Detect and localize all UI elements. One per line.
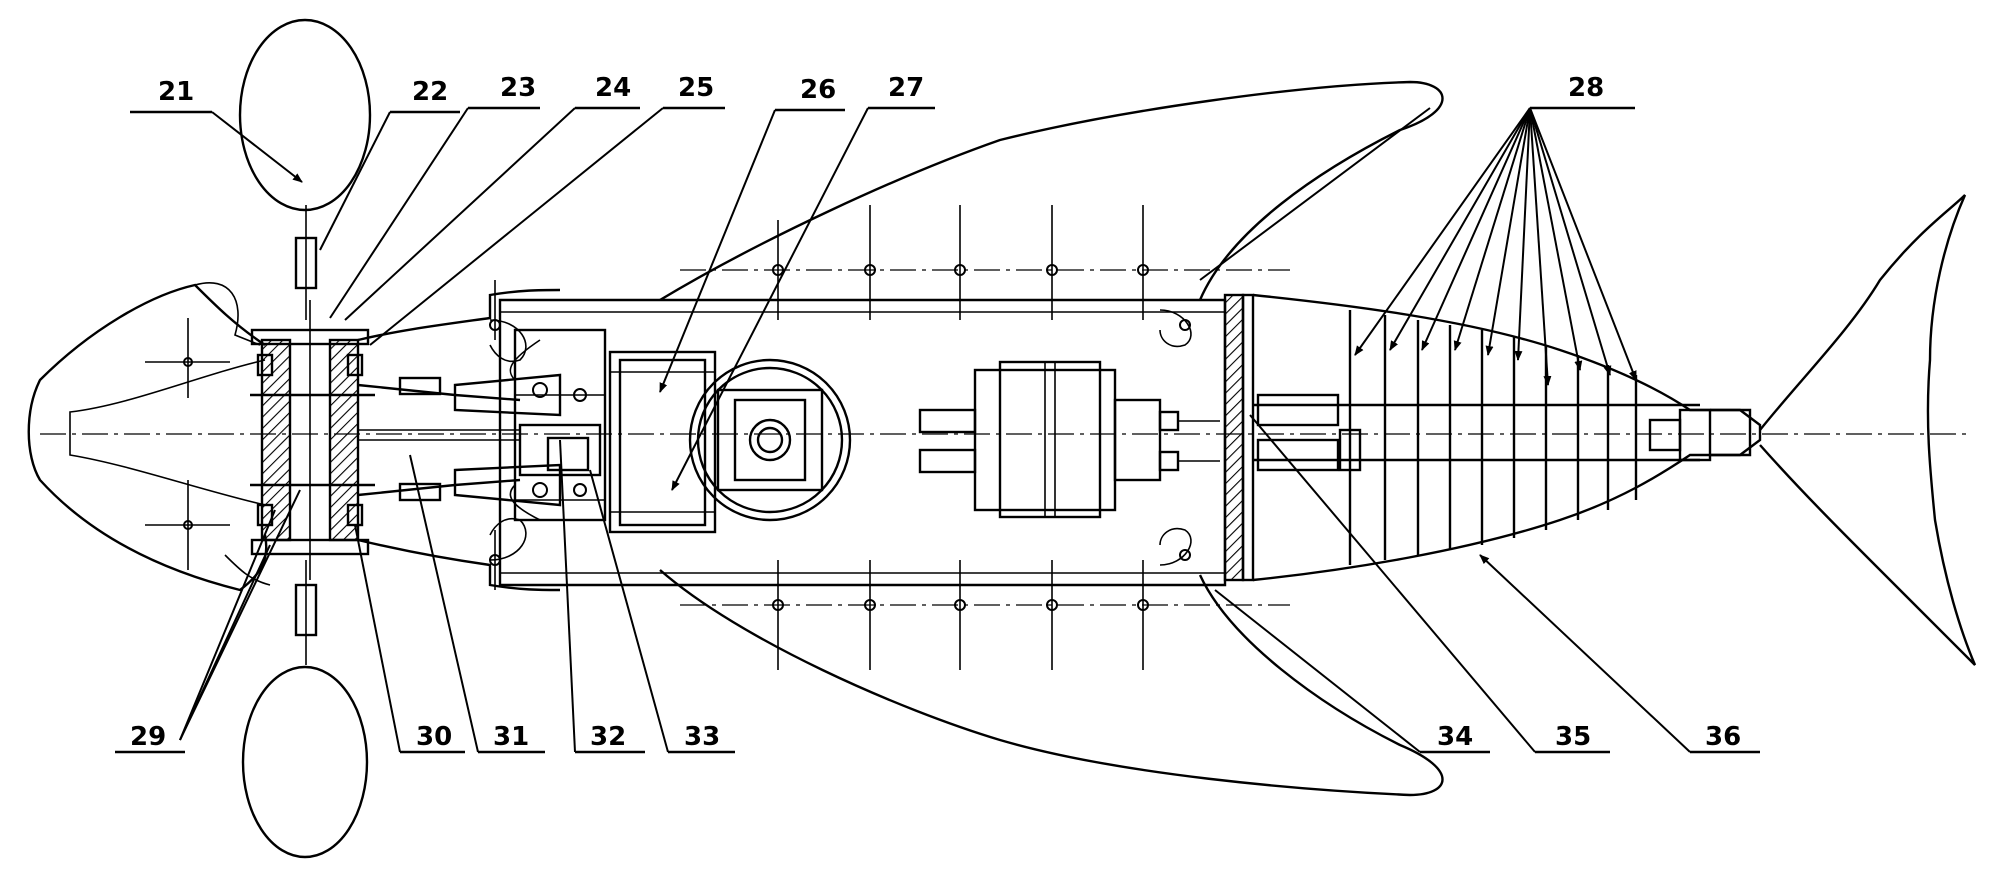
head-outline [29, 285, 267, 590]
label-36: 36 [1705, 722, 1741, 752]
head-inner-cone [70, 360, 265, 505]
label-30: 30 [416, 722, 452, 752]
gearbox [920, 362, 1220, 517]
label-28: 28 [1568, 73, 1604, 103]
pectoral-fin-top [240, 20, 370, 210]
label-32: 32 [590, 722, 626, 752]
label-23: 23 [500, 73, 536, 103]
caudal-fin [1760, 195, 1975, 665]
label-34: 34 [1437, 722, 1473, 752]
front-flange-left [262, 340, 290, 540]
label-22: 22 [412, 77, 448, 107]
label-24: 24 [595, 73, 631, 103]
label-29: 29 [130, 722, 166, 752]
label-31: 31 [493, 722, 529, 752]
rear-bulkhead [1225, 295, 1243, 580]
tail-body-outline [1253, 295, 1750, 580]
rear-bulkhead-frame [1243, 295, 1253, 580]
body-housing [500, 300, 1225, 585]
control-box [610, 352, 715, 532]
fin-shafts [296, 205, 316, 665]
head-cross-marks [145, 318, 230, 570]
front-flange-right [330, 340, 358, 540]
label-33: 33 [684, 722, 720, 752]
label-26: 26 [800, 75, 836, 105]
tail-ribs [1350, 310, 1636, 565]
body-lower-outline [358, 540, 560, 590]
pectoral-fin-bottom [243, 667, 367, 857]
label-35: 35 [1555, 722, 1591, 752]
label-25: 25 [678, 73, 714, 103]
housing-corner-bosses [490, 310, 1191, 565]
servo-block [510, 330, 605, 520]
body-upper-outline [358, 290, 560, 340]
head-linkage [358, 378, 520, 500]
label-21: 21 [158, 77, 194, 107]
label-27: 27 [888, 73, 924, 103]
